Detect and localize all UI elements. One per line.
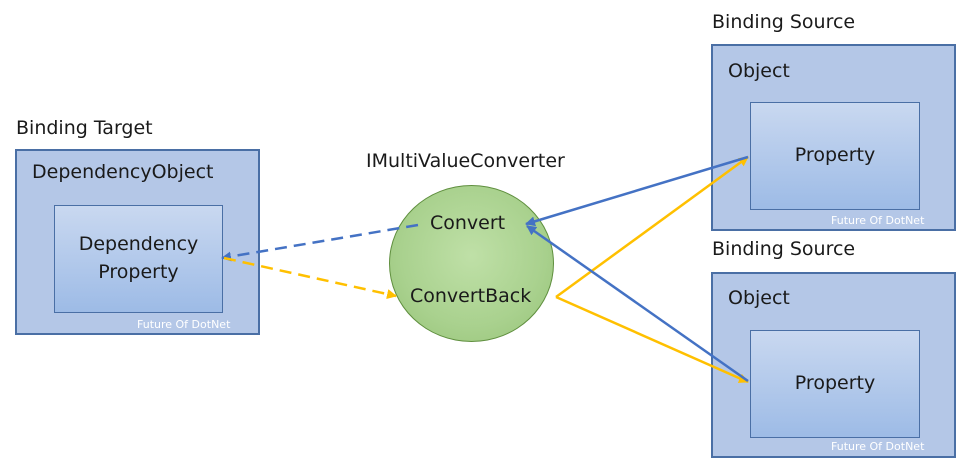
source-property-box-1: Property [750, 102, 920, 210]
watermark: Future Of DotNet [137, 318, 231, 331]
source1-to-convert-arrow [525, 155, 749, 227]
converter-circle [389, 185, 554, 342]
source2-to-convert-arrow [526, 224, 749, 383]
dependency-property-line1: Dependency [78, 233, 199, 256]
dependency-object-label: DependencyObject [32, 161, 214, 183]
source-object-label-2: Object [728, 287, 790, 309]
converter-heading: IMultiValueConverter [366, 150, 565, 172]
convertback-to-source1-arrow [555, 155, 749, 299]
convert-to-target-arrow [221, 223, 419, 262]
source-object-box-1: Object Property Future Of DotNet [711, 44, 956, 231]
dependency-property-line2: Property [98, 261, 179, 283]
source-property-box-2: Property [750, 330, 920, 438]
binding-source-heading-2: Binding Source [712, 238, 856, 260]
watermark: Future Of DotNet [831, 214, 925, 227]
source-property-label-1: Property [794, 144, 876, 167]
source-property-label-2: Property [794, 372, 876, 395]
convert-back-label: ConvertBack [410, 285, 532, 307]
target-to-convertback-arrow [223, 256, 397, 299]
convertback-to-source2-arrow [555, 295, 749, 384]
binding-source-heading-1: Binding Source [712, 11, 856, 33]
binding-target-heading: Binding Target [16, 117, 153, 139]
watermark: Future Of DotNet [831, 440, 925, 453]
convert-label: Convert [430, 212, 506, 234]
source-object-label-1: Object [728, 60, 790, 82]
dependency-object-box: DependencyObject Dependency Property Fut… [15, 149, 260, 335]
